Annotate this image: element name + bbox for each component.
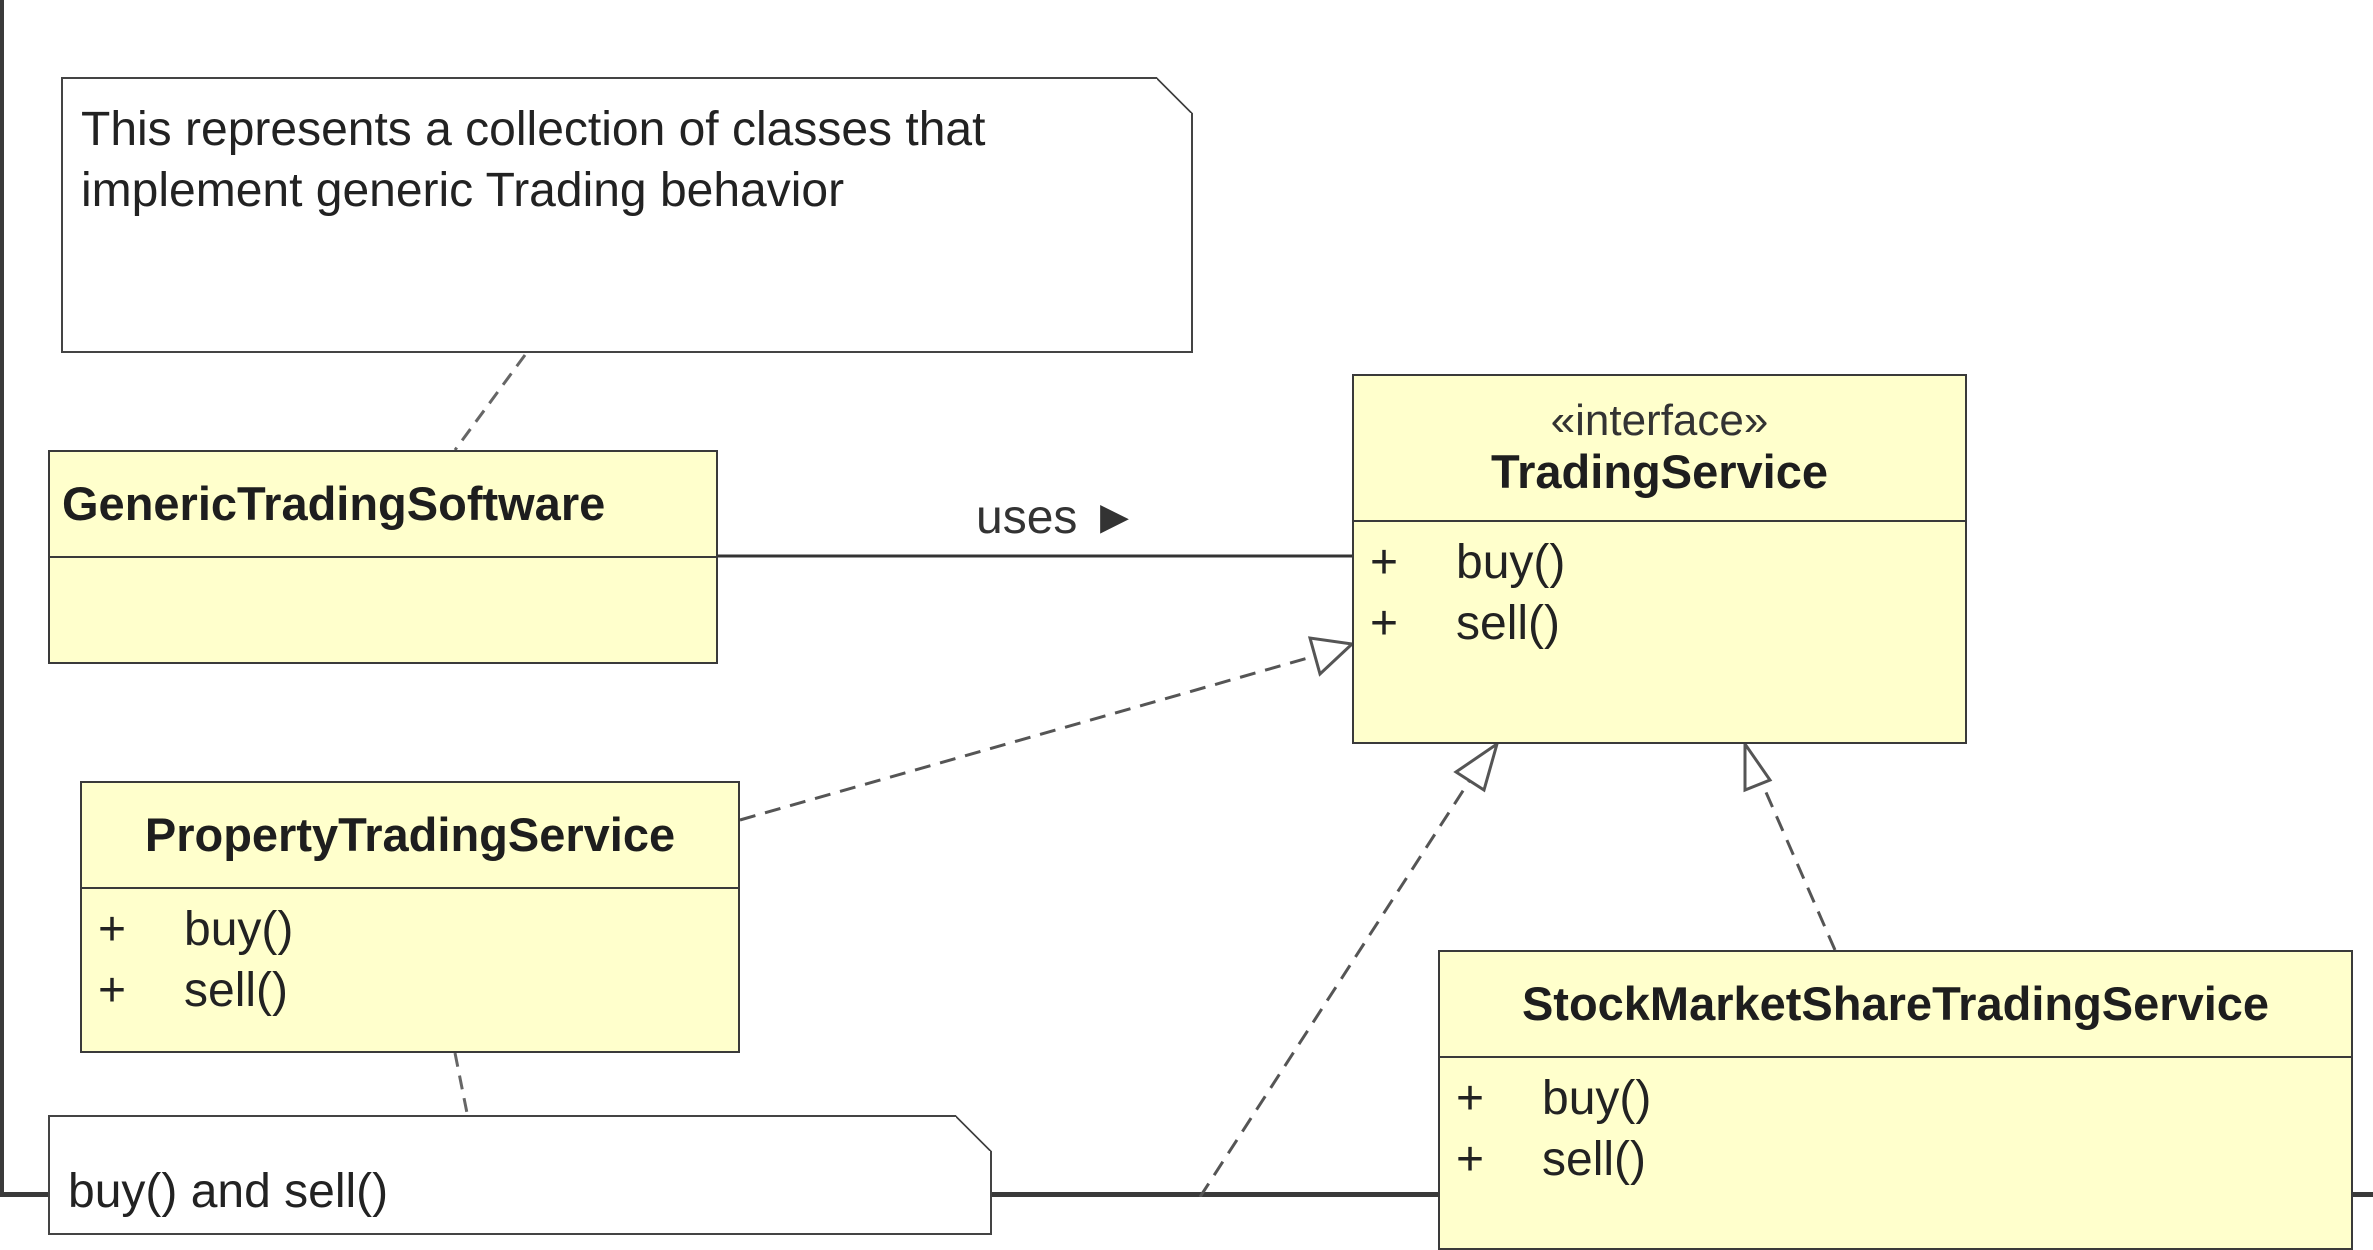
class-header: PropertyTradingService xyxy=(82,783,738,889)
note-text: This represents a collection of classes … xyxy=(81,103,986,217)
operation-name: buy() xyxy=(184,903,294,956)
realization-line-offscreen xyxy=(1198,779,1472,1197)
interface-trading-service: «interface» TradingService + buy() + sel… xyxy=(1352,374,1967,744)
realization-line-stock xyxy=(1763,789,1837,951)
left-border xyxy=(0,0,4,1197)
note-buy-sell: buy() and sell() xyxy=(48,1115,992,1235)
visibility-marker: + xyxy=(98,903,127,956)
class-name: TradingService xyxy=(1491,445,1828,498)
operation-name: sell() xyxy=(1542,1133,1646,1186)
operation-row: + sell() xyxy=(1370,593,1965,654)
operation-name: buy() xyxy=(1542,1072,1652,1125)
class-name: GenericTradingSoftware xyxy=(62,477,606,530)
class-stock-market-share-trading-service: StockMarketShareTradingService + buy() +… xyxy=(1438,950,2353,1250)
class-header: «interface» TradingService xyxy=(1354,376,1965,522)
operations-compartment: + buy() + sell() xyxy=(1354,522,1965,654)
class-property-trading-service: PropertyTradingService + buy() + sell() xyxy=(80,781,740,1053)
operation-name: buy() xyxy=(1456,536,1566,589)
note-anchor-property xyxy=(453,1052,470,1119)
diagram-connectors xyxy=(453,354,1837,1197)
operation-name: sell() xyxy=(184,964,288,1017)
visibility-marker: + xyxy=(1456,1072,1485,1125)
stereotype-label: «interface» xyxy=(1550,396,1769,445)
class-name: PropertyTradingService xyxy=(144,808,676,861)
visibility-marker: + xyxy=(98,964,127,1017)
realization-arrowhead-property xyxy=(1307,636,1356,677)
operation-row: + buy() xyxy=(1370,532,1965,593)
operation-row: + buy() xyxy=(1456,1068,2351,1129)
realization-arrowhead-offscreen xyxy=(1453,740,1500,793)
note-fold-corner xyxy=(1157,77,1193,113)
operations-compartment: + buy() + sell() xyxy=(1440,1058,2351,1190)
class-name: StockMarketShareTradingService xyxy=(1521,977,2270,1030)
association-uses-label: uses ► xyxy=(976,491,1139,544)
bottom-border xyxy=(0,1192,2373,1197)
visibility-marker: + xyxy=(1370,597,1399,650)
operation-row: + sell() xyxy=(1456,1129,2351,1190)
note-text: buy() and sell() xyxy=(68,1165,389,1218)
operation-row: + sell() xyxy=(98,960,738,1021)
realization-arrowhead-stock xyxy=(1743,739,1773,793)
visibility-marker: + xyxy=(1456,1133,1485,1186)
class-generic-trading-software: GenericTradingSoftware xyxy=(48,450,718,664)
note-fold-corner xyxy=(956,1115,992,1151)
visibility-marker: + xyxy=(1370,536,1399,589)
note-anchor-generic xyxy=(453,354,527,451)
operation-name: sell() xyxy=(1456,597,1560,650)
operations-compartment: + buy() + sell() xyxy=(82,889,738,1021)
class-header: StockMarketShareTradingService xyxy=(1440,952,2351,1058)
class-header: GenericTradingSoftware xyxy=(50,452,716,558)
note-generic-trading: This represents a collection of classes … xyxy=(61,77,1193,353)
realization-line-property xyxy=(739,654,1316,822)
operation-row: + buy() xyxy=(98,899,738,960)
